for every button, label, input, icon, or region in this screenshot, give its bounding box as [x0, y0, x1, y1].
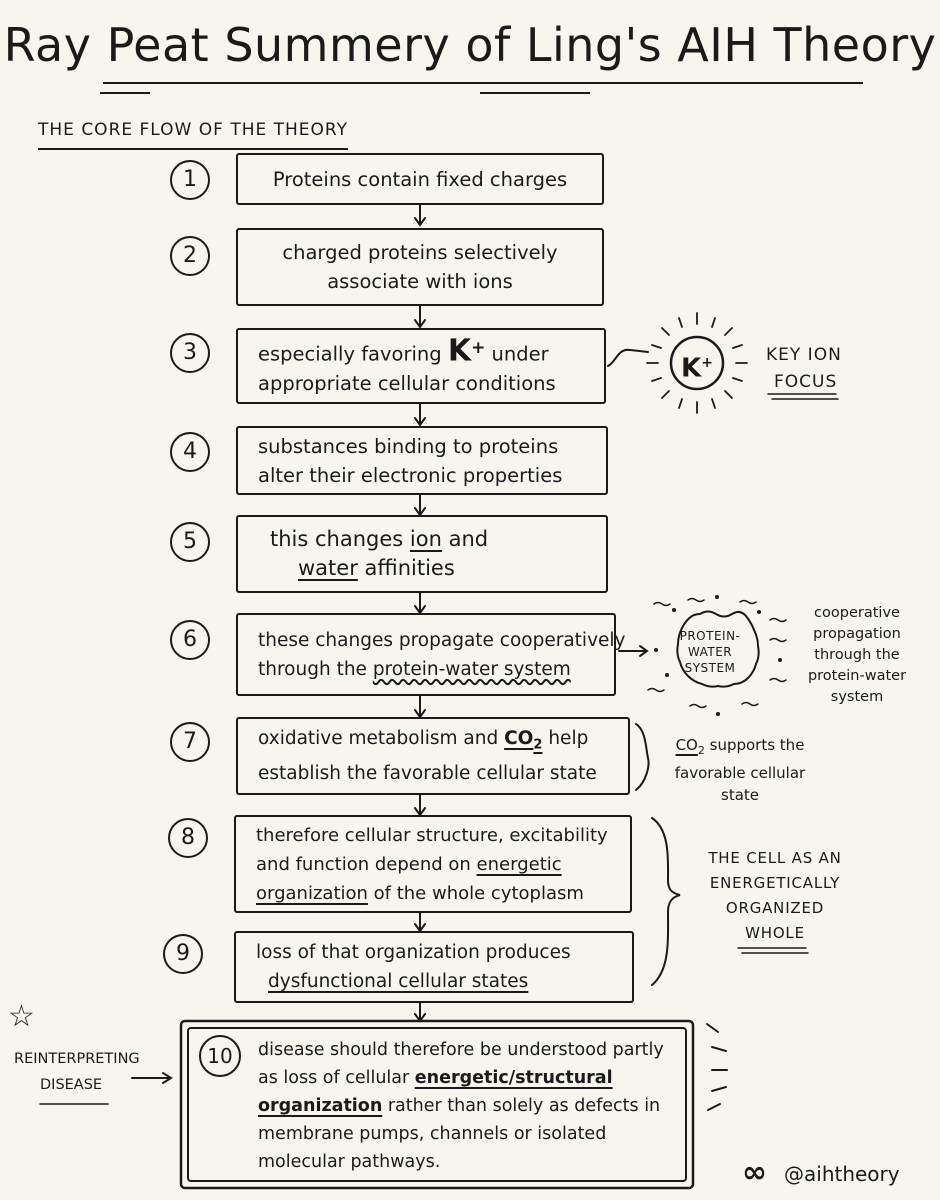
potassium-charge: + — [471, 338, 486, 359]
step-text: of the whole cytoplasm — [367, 882, 584, 904]
step-4-box: substances binding to proteins alter the… — [236, 426, 608, 495]
step-number: 7 — [170, 722, 210, 762]
step-text-emphasis: energetic/structural — [414, 1068, 613, 1088]
step-number: 4 — [170, 432, 210, 472]
co2-formula: CO — [675, 736, 698, 754]
step-text: as loss of cellular — [258, 1068, 415, 1088]
co2-subscript: 2 — [533, 737, 543, 753]
step-number: 6 — [170, 620, 210, 660]
note-text: THE CELL AS AN — [708, 849, 842, 867]
key-ion-label: KEY ION FOCUS — [766, 342, 842, 396]
step-text-emphasis: energetic — [476, 853, 562, 875]
note-text: ORGANIZED — [725, 899, 825, 917]
step-number: 2 — [170, 236, 210, 276]
potassium-charge: + — [701, 355, 713, 371]
note-text: protein-water — [807, 668, 907, 684]
badge-text: WATER — [687, 645, 733, 659]
step-text: through the — [258, 658, 373, 680]
step-text: rather than solely as defects in — [382, 1096, 661, 1116]
step-text-emphasis: water — [298, 556, 358, 580]
step-text: help — [542, 727, 589, 749]
potassium-symbol: K — [447, 333, 472, 369]
step-text: alter their electronic properties — [258, 463, 563, 487]
step-number: 10 — [199, 1035, 241, 1077]
note-text: cooperative — [814, 605, 900, 621]
step-3-box: especially favoring K+ under appropriate… — [236, 328, 606, 404]
badge-text: PROTEIN- — [679, 629, 741, 643]
note-text: propagation — [813, 626, 901, 642]
step-text: Proteins contain fixed charges — [272, 167, 568, 191]
step-text: affinities — [357, 556, 455, 580]
step-text: associate with ions — [327, 270, 513, 293]
co2-formula: CO — [504, 727, 534, 749]
label-text: REINTERPRETING — [14, 1051, 140, 1067]
note-text: ENERGETICALLY — [709, 874, 841, 892]
key-ion-text: KEY ION — [766, 345, 842, 365]
step-text: charged proteins selectively — [282, 241, 558, 264]
badge-text: SYSTEM — [684, 661, 736, 675]
page-title: Ray Peat Summery of Ling's AIH Theory — [3, 18, 937, 72]
step-text-emphasis: ion — [409, 527, 442, 551]
step-number: 5 — [170, 522, 210, 562]
protein-water-badge: PROTEIN- WATER SYSTEM — [670, 628, 750, 676]
step-text: oxidative metabolism and — [258, 727, 505, 749]
reinterpreting-disease-label: REINTERPRETING DISEASE — [14, 1046, 140, 1098]
step-text-emphasis: organization — [256, 882, 368, 904]
focus-text: FOCUS — [774, 372, 838, 392]
star-icon: ☆ — [8, 999, 35, 1034]
potassium-symbol: K — [681, 353, 702, 384]
step-10-text: disease should therefore be understood p… — [258, 1036, 678, 1176]
step-text: loss of that organization produces — [256, 942, 571, 963]
co2-note: CO2 supports the favorable cellular stat… — [660, 734, 820, 806]
title-underline — [100, 92, 150, 94]
step-text: under — [485, 342, 549, 366]
step-text: establish the favorable cellular state — [258, 763, 597, 785]
infinity-icon: ∞ — [742, 1155, 767, 1190]
step-6-box: these changes propagate cooperatively th… — [236, 613, 626, 696]
label-text: DISEASE — [40, 1077, 103, 1093]
title-underline — [103, 82, 863, 84]
step-text-emphasis: dysfunctional cellular states — [268, 971, 529, 992]
step-text-emphasis: protein-water system — [372, 658, 571, 680]
step-text: and — [441, 527, 489, 551]
step-5-box: this changes ion and water affinities — [236, 515, 608, 593]
step-9-box: loss of that organization produces dysfu… — [234, 931, 634, 1003]
step-text: these changes propagate cooperatively — [258, 629, 626, 651]
step-text: and function depend on — [256, 853, 477, 875]
note-text: system — [830, 689, 884, 705]
step-text: disease should therefore be understood p… — [258, 1040, 664, 1060]
co2-subscript: 2 — [697, 744, 705, 757]
note-text: through the — [814, 647, 900, 663]
step-text: molecular pathways. — [258, 1152, 441, 1172]
step-1-box: Proteins contain fixed charges — [236, 153, 604, 205]
step-text-emphasis: organization — [258, 1096, 383, 1116]
step-text: this changes — [270, 527, 410, 551]
note-text: state — [721, 786, 759, 804]
cell-organized-note: THE CELL AS AN ENERGETICALLY ORGANIZED W… — [700, 846, 850, 946]
step-text: especially favoring — [258, 342, 448, 366]
step-text: substances binding to proteins — [258, 434, 559, 458]
step-7-box: oxidative metabolism and CO2 help establ… — [236, 717, 630, 795]
section-underline — [38, 148, 348, 150]
step-number: 8 — [168, 818, 208, 858]
step-number: 3 — [170, 333, 210, 373]
k-ion-badge: K+ — [671, 343, 723, 389]
step-2-box: charged proteins selectively associate w… — [236, 228, 604, 306]
step-number: 1 — [170, 160, 210, 200]
note-text: favorable cellular — [674, 764, 806, 782]
author-handle: @aihtheory — [784, 1162, 900, 1186]
step-text: membrane pumps, channels or isolated — [258, 1124, 607, 1144]
step-number: 9 — [163, 934, 203, 974]
title-underline — [480, 92, 590, 94]
step-text: appropriate cellular conditions — [258, 371, 556, 395]
note-text: supports the — [704, 736, 805, 754]
section-heading: THE CORE FLOW OF THE THEORY — [38, 120, 349, 140]
step-8-box: therefore cellular structure, excitabili… — [234, 815, 632, 913]
note-text: WHOLE — [745, 924, 805, 942]
protein-water-note: cooperative propagation through the prot… — [794, 603, 920, 708]
step-text: therefore cellular structure, excitabili… — [256, 824, 608, 846]
